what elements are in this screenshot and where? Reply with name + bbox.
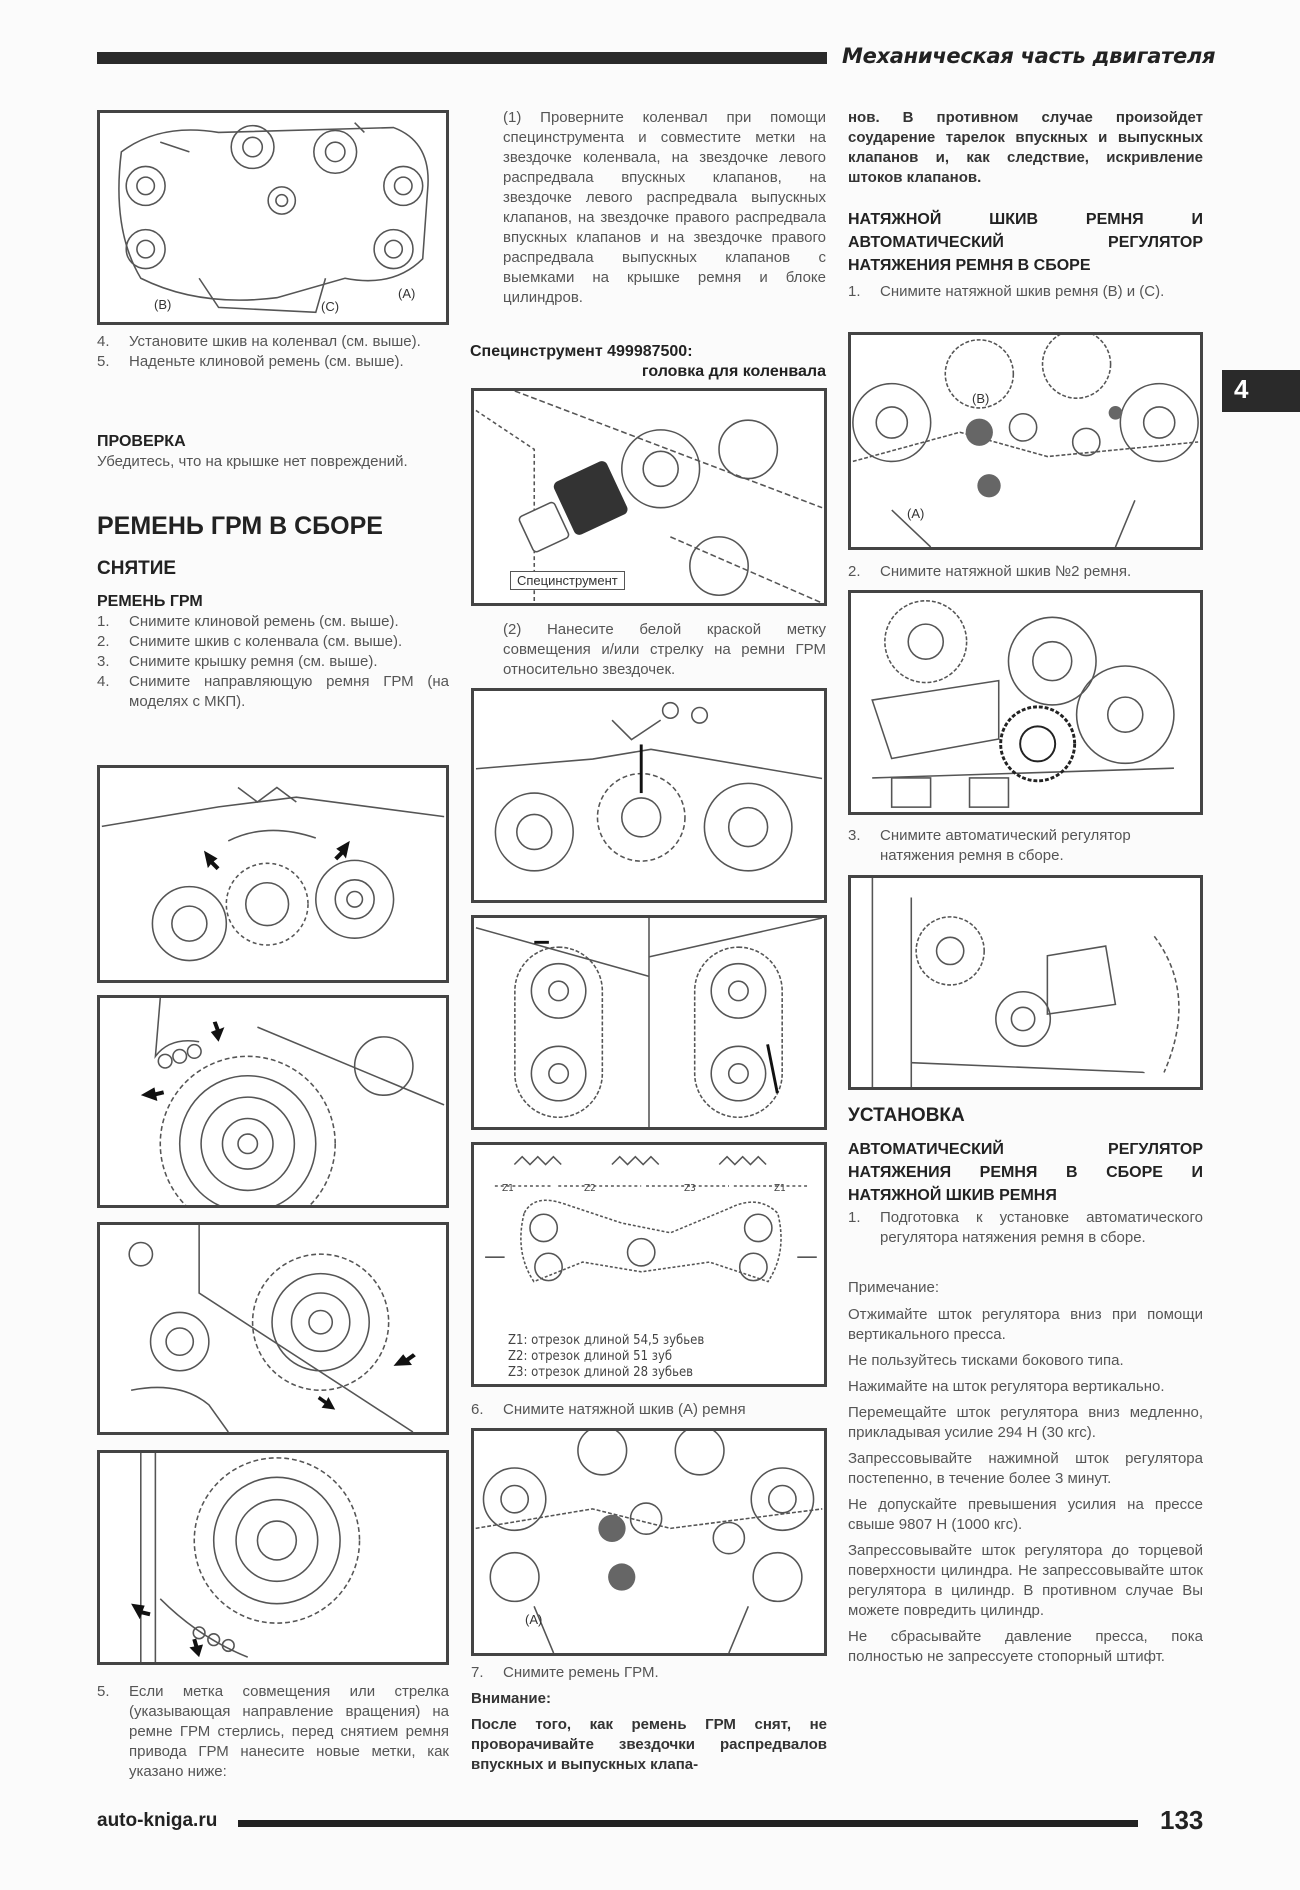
install-steps-list: 4.Установите шкив на коленвал (см. выше)…: [97, 332, 449, 372]
step1-crank-alignment-text: (1) Проверните коленвал при помощи специ…: [503, 109, 826, 306]
note-item: Запрессовывайте нажимной шток регулятора…: [848, 1450, 1203, 1487]
note-item: Нажимайте на шток регулятора вертикально…: [848, 1378, 1165, 1395]
chapter-tab: 4: [1222, 370, 1300, 412]
tensioner-step2: 2.Снимите натяжной шкив №2 ремня.: [848, 562, 1203, 582]
section-running-title: Механическая часть двигателя: [842, 44, 1216, 68]
list-item: 6.Снимите натяжной шкив (А) ремня: [471, 1401, 746, 1418]
list-item: 4.Снимите направляющую ремня ГРМ (на мод…: [97, 673, 449, 710]
footer-site-link[interactable]: auto-kniga.ru: [97, 1810, 218, 1831]
tensioner-step3: 3.Снимите автоматический регулятор натяж…: [848, 826, 1203, 866]
heading-installation: УСТАНОВКА: [848, 1105, 965, 1126]
segment-label-z2: Z2: [584, 1183, 596, 1194]
list-item: 1.Подготовка к установке автоматического…: [848, 1209, 1203, 1246]
fig-label-a: (A): [525, 1612, 543, 1627]
heading-auto-tensioner-install: АВТОМАТИЧЕСКИЙ РЕГУЛЯТОР НАТЯЖЕНИЯ РЕМНЯ…: [848, 1141, 1203, 1204]
figure-tensioner-a: (A): [471, 1428, 827, 1656]
figure-special-tool: Специнструмент: [471, 388, 827, 606]
list-item: 2.Снимите натяжной шкив №2 ремня.: [848, 563, 1132, 580]
heading-check: ПРОВЕРКА: [97, 433, 186, 450]
fig-label-b: (B): [154, 297, 172, 312]
heading-removal: СНЯТИЕ: [97, 558, 177, 579]
arrow-icon: [393, 1353, 416, 1366]
list-item: 1.Снимите клиновой ремень (см. выше).: [97, 613, 399, 630]
list-item: 5.Если метка совмещения или стрелка (ука…: [97, 1683, 449, 1780]
special-tool-line1: Специнструмент 499987500:: [470, 343, 693, 360]
note-item: Не допускайте превышения усилия на пресс…: [848, 1496, 1203, 1533]
figure-idler-pulley-2: [848, 590, 1203, 815]
step2-paint-mark-text: (2) Нанесите белой краской метку совмеще…: [503, 621, 826, 678]
note-item: Перемещайте шток регулятора вниз медленн…: [848, 1404, 1203, 1441]
arrow-icon: [140, 1087, 165, 1102]
arrow-icon: [189, 1638, 204, 1658]
fig-label-c: (C): [321, 299, 340, 314]
list-item: 7.Снимите ремень ГРМ.: [471, 1664, 659, 1681]
list-item: 2.Снимите шкив с коленвала (см. выше).: [97, 633, 403, 650]
footer-rule: [238, 1820, 1138, 1827]
figure-crank-sprocket-mark: [97, 995, 449, 1208]
page-number: 133: [1160, 1805, 1204, 1835]
heading-timing-belt-assembly: РЕМЕНЬ ГРМ В СБОРЕ: [97, 512, 383, 540]
arrow-icon: [210, 1021, 225, 1042]
tensioner-step1: 1.Снимите натяжной шкив ремня (B) и (C).: [848, 282, 1203, 302]
step5-list: 5.Если метка совмещения или стрелка (ука…: [97, 1682, 449, 1782]
notes-list: Отжимайте шток регулятора вниз при помощ…: [848, 1305, 1203, 1673]
note-item: Запрессовывайте шток регулятора до торце…: [848, 1542, 1203, 1619]
fig-label-a: (A): [398, 286, 416, 301]
list-item: 3.Снимите автоматический регулятор натяж…: [848, 827, 1131, 864]
figure-camshaft-sprocket-mark: [97, 1222, 449, 1435]
arrow-icon: [317, 1396, 336, 1410]
list-item: 5.Наденьте клиновой ремень (см. выше).: [97, 353, 404, 370]
warning-label: Внимание:: [471, 1690, 551, 1707]
arrow-icon: [334, 840, 350, 861]
step7-list: 7.Снимите ремень ГРМ.: [471, 1663, 827, 1683]
list-item: 3.Снимите крышку ремня (см. выше).: [97, 653, 378, 670]
special-tool-line2: головка для коленвала: [641, 363, 826, 380]
warning-text: После того, как ремень ГРМ снят, не пров…: [471, 1716, 827, 1773]
list-item: 1.Снимите натяжной шкив ремня (B) и (C).: [848, 283, 1165, 300]
install-step1: 1.Подготовка к установке автоматического…: [848, 1208, 1203, 1248]
note-item: Отжимайте шток регулятора вниз при помощ…: [848, 1306, 1203, 1343]
segment-label-z3: Z3: [684, 1183, 696, 1194]
note-item: Не пользуйтесь тисками бокового типа.: [848, 1352, 1124, 1369]
heading-timing-belt: РЕМЕНЬ ГРМ: [97, 593, 203, 610]
special-tool-label: Специнструмент: [510, 571, 625, 590]
segment-label-z1b: Z1: [774, 1183, 786, 1194]
segment-label-z1: Z1: [502, 1183, 514, 1194]
fig-label-a: (A): [907, 506, 925, 521]
segment-legend: Z1: отрезок длиной 54,5 зубьев Z2: отрез…: [508, 1333, 705, 1380]
figure-belt-guide: [97, 765, 449, 983]
step6-list: 6.Снимите натяжной шкив (А) ремня: [471, 1400, 827, 1420]
figure-crank-sprocket-bottom: [97, 1450, 449, 1665]
figure-timing-marks-crank: [471, 688, 827, 903]
figure-belt-tooth-segments: Z1 Z2 Z3 Z1 Z1: отрезок длиной 54,5 зубь…: [471, 1142, 827, 1387]
removal-steps-list: 1.Снимите клиновой ремень (см. выше). 2.…: [97, 612, 449, 712]
warning-continued-text: нов. В противном случае произойдет соуда…: [848, 109, 1203, 186]
figure-timing-cover-pulleys: (B) (C) (A): [97, 110, 449, 325]
heading-tensioner-assembly: НАТЯЖНОЙ ШКИВ РЕМНЯ И АВТОМАТИЧЕСКИЙ РЕГ…: [848, 211, 1203, 274]
note-label: Примечание:: [848, 1279, 939, 1296]
arrow-icon: [203, 850, 220, 871]
list-item: 4.Установите шкив на коленвал (см. выше)…: [97, 333, 421, 350]
note-item: Не сбрасывайте давление пресса, пока пол…: [848, 1628, 1203, 1665]
fig-label-b: (B): [972, 391, 990, 406]
check-text: Убедитесь, что на крышке нет повреждений…: [97, 453, 408, 470]
header-rule: [97, 52, 827, 64]
figure-auto-tensioner: [848, 875, 1203, 1090]
figure-camshaft-belt-marks: [471, 915, 827, 1130]
figure-idler-pulleys-b-c: (B) (A): [848, 332, 1203, 550]
engine-front-illustration: [118, 122, 429, 314]
